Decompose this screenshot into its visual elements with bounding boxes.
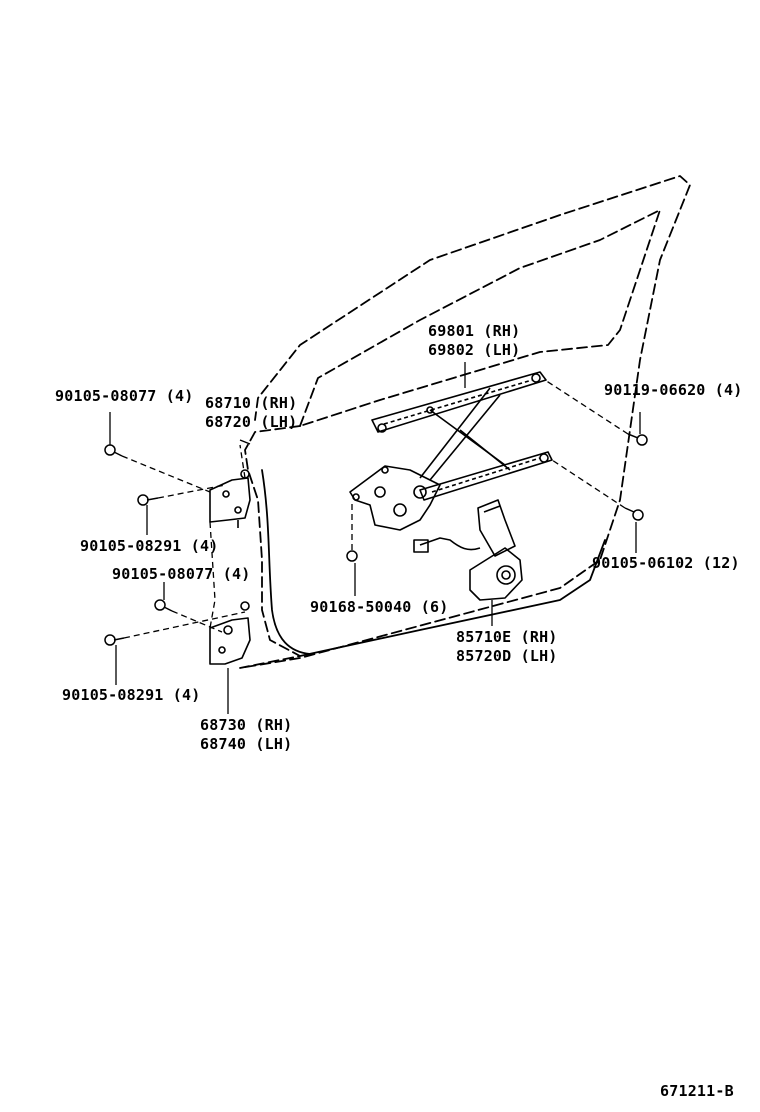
- label-window-regulator-rh: 69801 (RH): [428, 322, 521, 340]
- label-motor-rh: 85710E (RH): [456, 628, 558, 646]
- label-lower-hinge: 68730 (RH) 68740 (LH): [200, 716, 292, 754]
- label-upper-hinge: 68710 (RH) 68720 (LH): [205, 394, 297, 432]
- label-window-regulator: 69801 (RH) 69802 (LH): [428, 322, 520, 360]
- door-front-edge: [299, 539, 606, 657]
- window-regulator: [349, 371, 553, 531]
- label-bolt-upper-left: 90105-08077 (4): [55, 387, 194, 405]
- motor-assembly: [413, 499, 523, 601]
- label-bolt-lower-left: 90105-08077 (4): [112, 565, 251, 583]
- label-upper-hinge-rh: 68710 (RH): [205, 394, 298, 412]
- label-bolt-regulator-right: 90119-06620 (4): [604, 381, 743, 399]
- window-frame-inner: [299, 209, 661, 427]
- figure-code: 671211-B: [660, 1082, 734, 1100]
- bolt-90105-08077-upper: [104, 444, 123, 457]
- label-lower-hinge-lh: 68740 (LH): [200, 735, 293, 753]
- bolt-90105-08291-lower: [104, 634, 125, 646]
- label-motor: 85710E (RH) 85720D (LH): [456, 628, 558, 666]
- upper-hinge: [209, 469, 251, 528]
- screw-90168-50040: [346, 550, 358, 562]
- bolt-90119-06620: [627, 433, 648, 446]
- bolts: [104, 433, 648, 646]
- label-lower-hinge-rh: 68730 (RH): [200, 716, 293, 734]
- label-bolt-upper-hinge: 90105-08291 (4): [80, 537, 219, 555]
- label-bolt-lower-hinge: 90105-08291 (4): [62, 686, 201, 704]
- label-upper-hinge-lh: 68720 (LH): [205, 413, 298, 431]
- bolt-90105-08291-upper: [137, 494, 159, 506]
- label-bolt-regulator-lower-right: 90105-06102 (12): [592, 554, 740, 572]
- label-window-regulator-lh: 69802 (LH): [428, 341, 521, 359]
- door-inner-line: [261, 469, 311, 655]
- door-frame-outline: [239, 175, 691, 669]
- bolt-90105-08077-lower: [154, 599, 173, 612]
- label-screw-center: 90168-50040 (6): [310, 598, 449, 616]
- label-motor-lh: 85720D (LH): [456, 647, 558, 665]
- bolt-90105-06102: [624, 507, 644, 521]
- lower-hinge: [209, 601, 251, 665]
